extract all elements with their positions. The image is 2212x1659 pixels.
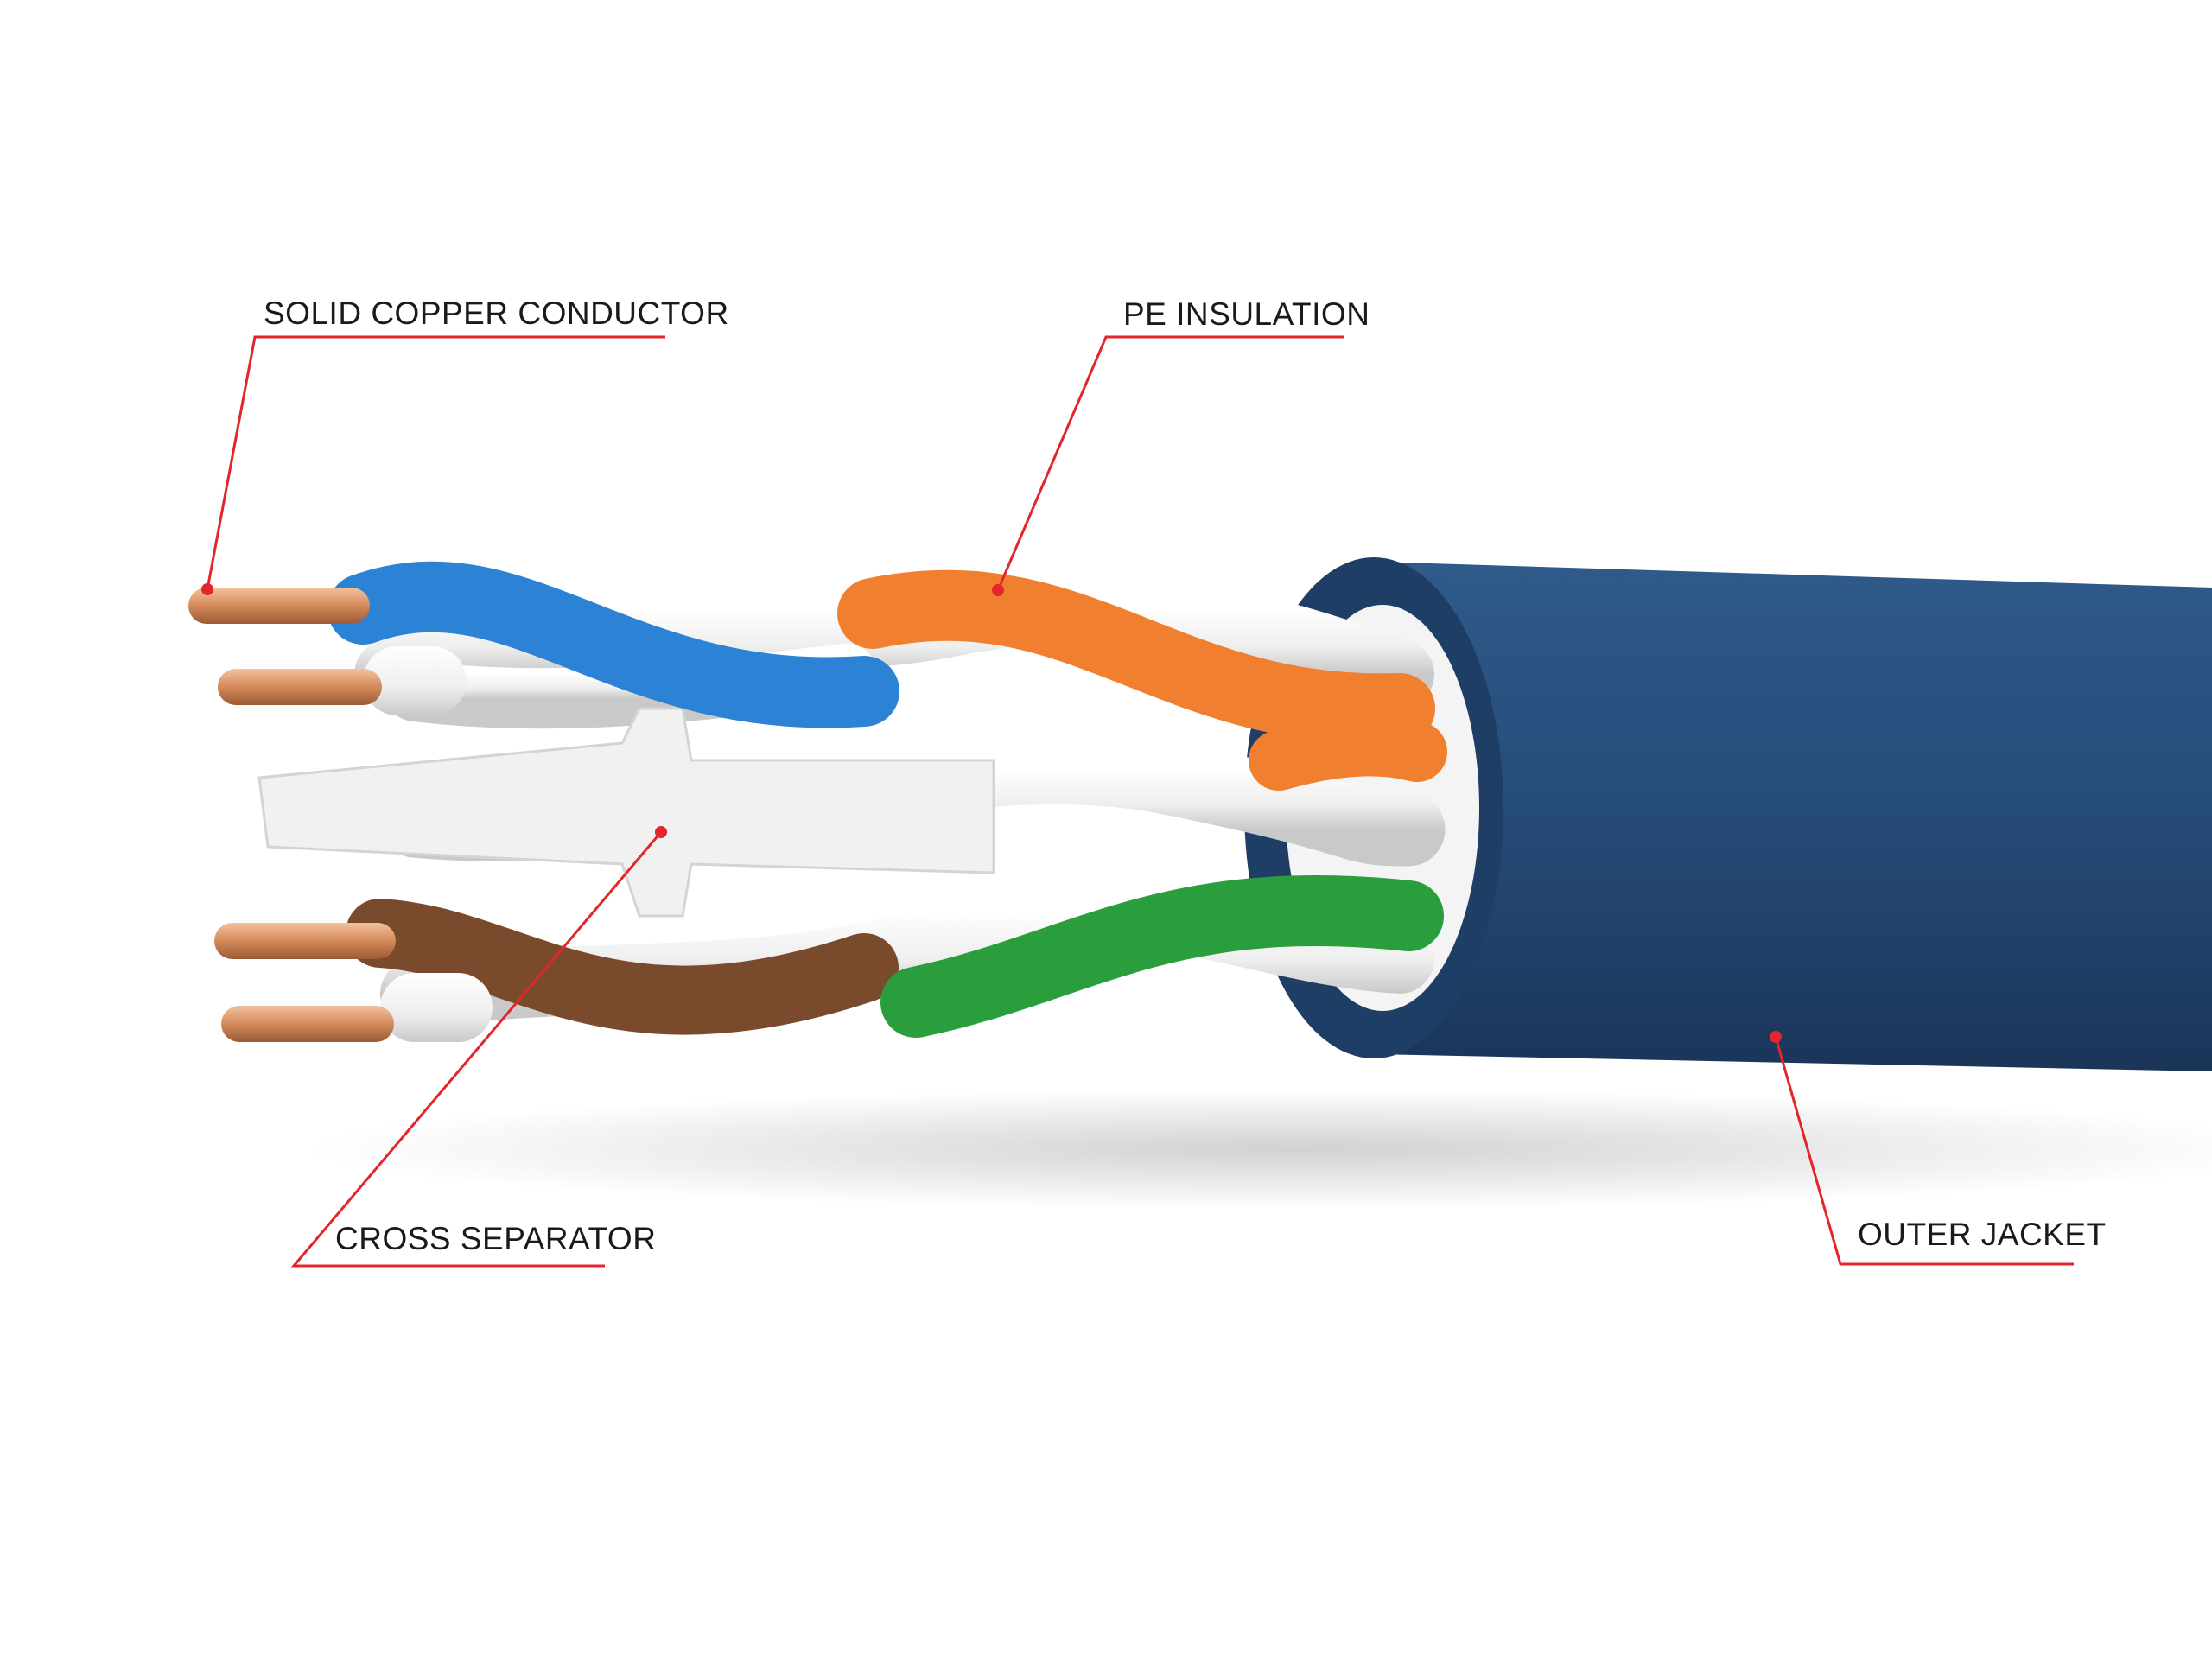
callout-conductor-line [206,335,665,590]
callout-lines [206,335,2074,1268]
conductor-2 [218,669,382,705]
label-pe-insulation: PE INSULATION [1123,296,1370,332]
blue-wire [327,561,899,728]
label-solid-copper-conductor: SOLID COPPER CONDUCTOR [264,296,729,331]
callout-separator-line [290,831,663,1268]
green-wire [880,875,1444,1038]
conductor-4 [221,1006,394,1042]
orange-wire [837,569,1435,745]
colored-wires [327,561,1447,1038]
orange-wire-lower [1249,715,1447,791]
label-outer-jacket: OUTER JACKET [1858,1217,2107,1252]
conductor-3 [214,923,396,959]
white-wire-stubs [363,646,493,1042]
callout-jacket-line [1774,1036,2074,1266]
floor-shadow [302,1089,2212,1210]
callout-dots [201,583,1782,1043]
copper-conductors [188,588,396,1042]
brown-wire [346,899,899,1035]
conductor-1 [188,588,370,624]
cross-separator [257,707,995,918]
callout-insulation-line [996,335,1344,591]
label-cross-separator: CROSS SEPARATOR [335,1221,657,1256]
